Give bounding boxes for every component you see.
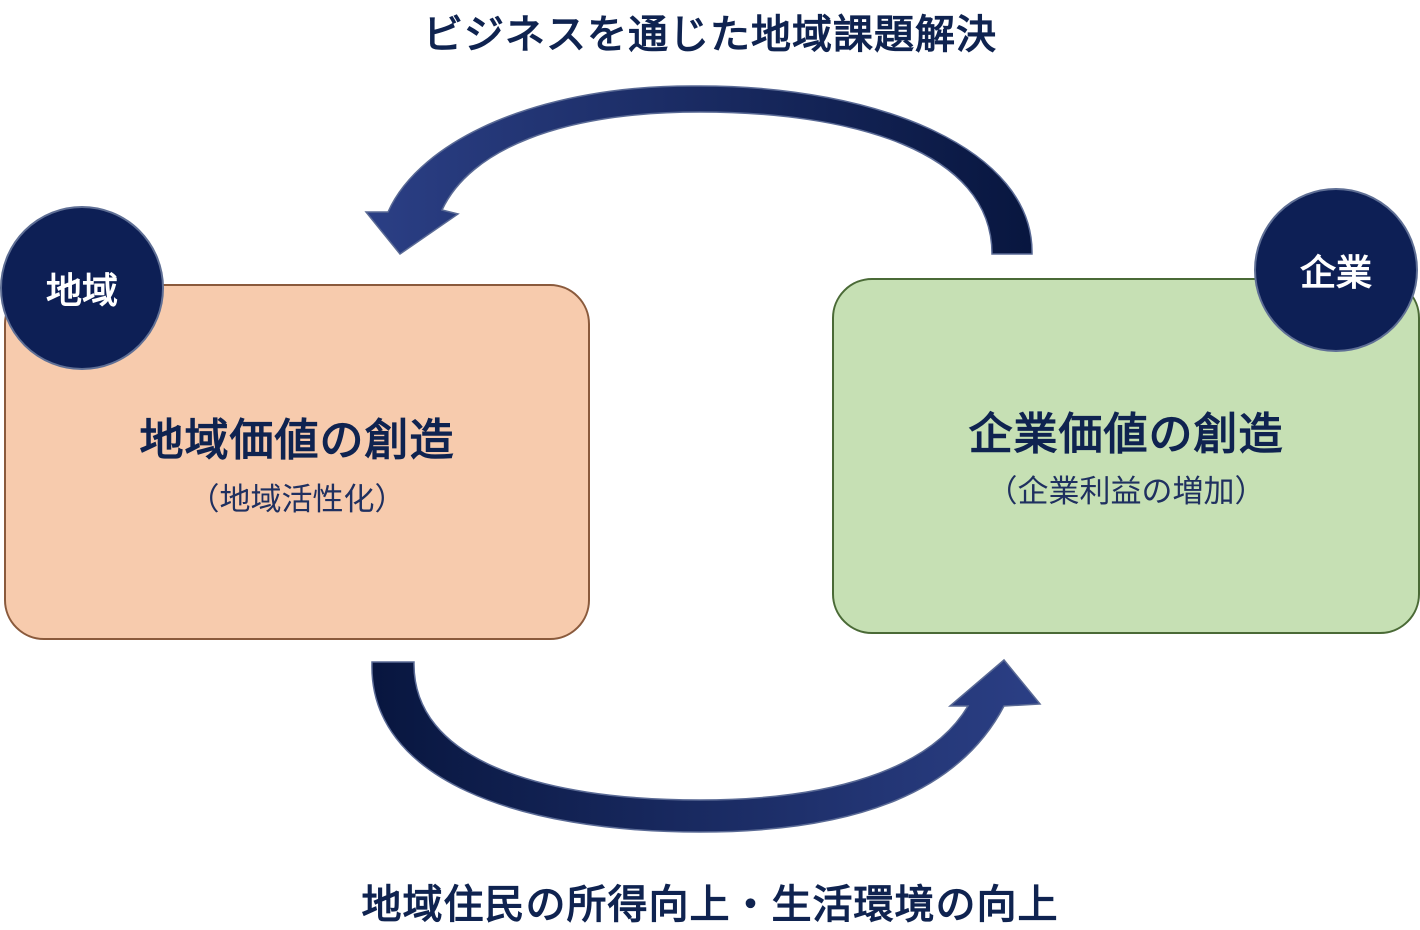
region-badge: 地域 — [0, 206, 164, 370]
region-badge-label: 地域 — [45, 271, 118, 312]
company-value-title: 企業価値の創造 — [968, 409, 1284, 460]
company-badge: 企業 — [1254, 188, 1418, 352]
top-caption: ビジネスを通じた地域課題解決 — [423, 12, 997, 58]
region-value-subtitle: （地域活性化） — [188, 482, 406, 518]
region-value-box: 地域価値の創造 （地域活性化） — [4, 284, 590, 640]
bottom-caption: 地域住民の所得向上・生活環境の向上 — [361, 882, 1059, 928]
company-value-box: 企業価値の創造 （企業利益の増加） — [832, 278, 1420, 634]
company-value-subtitle: （企業利益の増加） — [986, 474, 1266, 510]
company-badge-label: 企業 — [1299, 253, 1372, 294]
arrow-company-to-region — [364, 85, 1033, 256]
arrow-region-to-company — [371, 658, 1042, 833]
region-value-title: 地域価値の創造 — [139, 415, 455, 466]
